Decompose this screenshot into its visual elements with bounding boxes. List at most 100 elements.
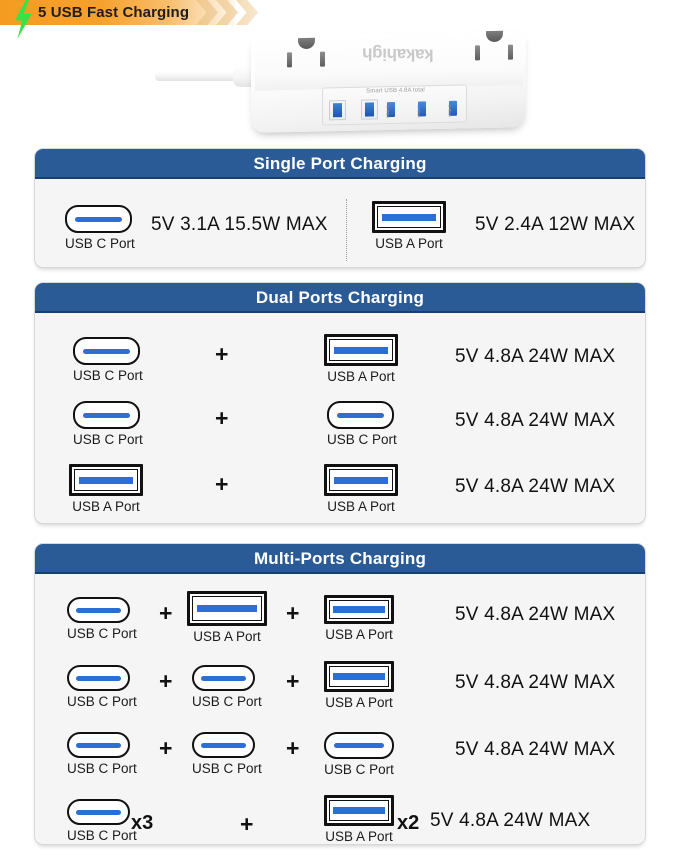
ac-outlet bbox=[278, 37, 334, 76]
usb-c-port-icon bbox=[67, 799, 130, 825]
port-group: USB C Port bbox=[324, 732, 394, 777]
usb-c-port-icon bbox=[73, 401, 140, 429]
spec-text: 5V 4.8A 24W MAX bbox=[455, 739, 616, 760]
spec-text: 5V 4.8A 24W MAX bbox=[455, 410, 616, 431]
outlet-blade-slot bbox=[508, 44, 513, 60]
combination-row: USB C Port + USB C Port 5V 4.8A 24W MAX bbox=[35, 395, 645, 461]
section-title: Dual Ports Charging bbox=[35, 283, 645, 313]
spec-text: 5V 4.8A 24W MAX bbox=[455, 346, 616, 367]
usb-a-port-icon bbox=[324, 795, 394, 826]
section-title: Single Port Charging bbox=[35, 149, 645, 179]
usb-a-port-physical bbox=[361, 99, 378, 120]
port-label: USB A Port bbox=[193, 629, 261, 644]
usb-c-port-icon bbox=[67, 597, 130, 623]
combination-row: USB C Port + USB A Port + USB A Port 5V … bbox=[35, 588, 645, 656]
port-group: USB A Port bbox=[372, 201, 446, 251]
combination-row: USB C Port x3 + USB A Port x2 5V 4.8A 24… bbox=[35, 790, 645, 844]
chevron-right-icon bbox=[196, 0, 218, 25]
usb-c-port-icon bbox=[65, 205, 132, 233]
ac-outlet bbox=[466, 30, 522, 69]
multiplier-x3: x3 bbox=[131, 812, 154, 834]
spec-text: 5V 4.8A 24W MAX bbox=[430, 810, 591, 831]
usb-a-port-icon bbox=[69, 464, 143, 496]
port-label: USB A Port bbox=[327, 499, 395, 514]
usb-c-port-icon bbox=[192, 732, 255, 758]
plus-separator: + bbox=[240, 811, 254, 837]
usb-c-port-icon bbox=[192, 665, 255, 691]
combination-row: USB A Port + USB A Port 5V 4.8A 24W MAX bbox=[35, 461, 645, 523]
usb-a-port-icon bbox=[187, 591, 267, 626]
plus-separator: + bbox=[215, 405, 229, 431]
port-group: USB C Port bbox=[73, 401, 143, 447]
usb-a-port-icon bbox=[324, 464, 398, 496]
port-label: USB C Port bbox=[192, 694, 262, 709]
port-label: USB C Port bbox=[67, 694, 137, 709]
header-banner: 5 USB Fast Charging bbox=[0, 0, 300, 39]
banner-gradient-background bbox=[0, 0, 235, 25]
port-group: USB C Port bbox=[192, 665, 262, 709]
plus-separator: + bbox=[159, 600, 173, 626]
usb-c-port-icon bbox=[73, 337, 140, 365]
usb-a-port-icon bbox=[324, 595, 394, 624]
port-group: USB C Port bbox=[73, 337, 143, 383]
port-group: USB C Port bbox=[67, 665, 137, 709]
port-group: USB C Port bbox=[327, 401, 397, 447]
usb-a-port-icon bbox=[324, 661, 394, 692]
banner-title: 5 USB Fast Charging bbox=[38, 4, 190, 21]
port-label: USB A Port bbox=[375, 236, 443, 251]
port-label: USB A Port bbox=[325, 627, 393, 642]
port-label: USB A Port bbox=[325, 829, 393, 844]
usb-a-port-physical bbox=[329, 100, 346, 121]
usb-panel-label: Smart USB 4.8A total bbox=[366, 87, 425, 95]
usb-c-port-mark: USB C bbox=[416, 105, 421, 118]
plus-separator: + bbox=[215, 341, 229, 367]
usb-c-port-icon bbox=[67, 732, 130, 758]
combination-row: USB C Port + USB C Port + USB A Port 5V … bbox=[35, 656, 645, 723]
port-group: USB A Port bbox=[187, 591, 267, 644]
product-photo: kakahigh Smart USB 4.8A total USB C USB … bbox=[155, 26, 535, 144]
port-group: USB A Port bbox=[324, 661, 394, 710]
section-multi-ports-charging: Multi-Ports Charging USB C Port + USB A … bbox=[34, 543, 646, 845]
usb-a-port-icon bbox=[324, 334, 398, 366]
plus-separator: + bbox=[215, 471, 229, 497]
port-label: USB C Port bbox=[324, 762, 394, 777]
usb-c-port-icon bbox=[324, 732, 394, 759]
usb-c-port-mark: USB C bbox=[447, 104, 452, 117]
plus-separator: + bbox=[286, 600, 300, 626]
section-dual-ports-charging: Dual Ports Charging USB C Port + USB A P… bbox=[34, 282, 646, 524]
port-group: USB C Port bbox=[65, 205, 135, 251]
brand-logo: kakahigh bbox=[362, 44, 434, 65]
port-label: USB C Port bbox=[327, 432, 397, 447]
usb-c-port-icon bbox=[327, 401, 394, 429]
port-group: USB A Port bbox=[324, 334, 398, 384]
outlet-ground-slot bbox=[486, 30, 503, 43]
usb-port-panel: Smart USB 4.8A total USB C USB C USB C bbox=[322, 84, 467, 126]
column-divider bbox=[346, 199, 347, 261]
port-group: USB A Port bbox=[324, 795, 394, 844]
section-title: Multi-Ports Charging bbox=[35, 544, 645, 574]
chevron-right-icon bbox=[216, 0, 238, 25]
port-group: USB A Port bbox=[324, 595, 394, 642]
port-label: USB A Port bbox=[327, 369, 395, 384]
spec-text: 5V 4.8A 24W MAX bbox=[455, 476, 616, 497]
port-label: USB C Port bbox=[67, 828, 137, 843]
chevron-right-icon bbox=[236, 0, 258, 25]
spec-text: 5V 4.8A 24W MAX bbox=[455, 604, 616, 625]
usb-a-port-icon bbox=[372, 201, 446, 233]
section-single-port-charging: Single Port Charging USB C Port 5V 3.1A … bbox=[34, 148, 646, 268]
port-label: USB C Port bbox=[67, 626, 137, 641]
multiplier-x2: x2 bbox=[397, 812, 420, 834]
usb-c-port-mark: USB C bbox=[385, 105, 390, 119]
port-group: USB A Port bbox=[324, 464, 398, 514]
combination-row: USB C Port + USB A Port 5V 4.8A 24W MAX bbox=[35, 331, 645, 399]
port-group: USB C Port bbox=[67, 799, 137, 843]
outlet-blade-slot bbox=[287, 52, 292, 68]
port-group: USB C Port bbox=[67, 597, 137, 641]
port-label: USB C Port bbox=[67, 761, 137, 776]
power-cord bbox=[155, 72, 241, 81]
spec-text: 5V 4.8A 24W MAX bbox=[455, 672, 616, 693]
outlet-ground-slot bbox=[298, 37, 315, 50]
port-label: USB A Port bbox=[72, 499, 140, 514]
outlet-blade-slot bbox=[475, 45, 480, 61]
